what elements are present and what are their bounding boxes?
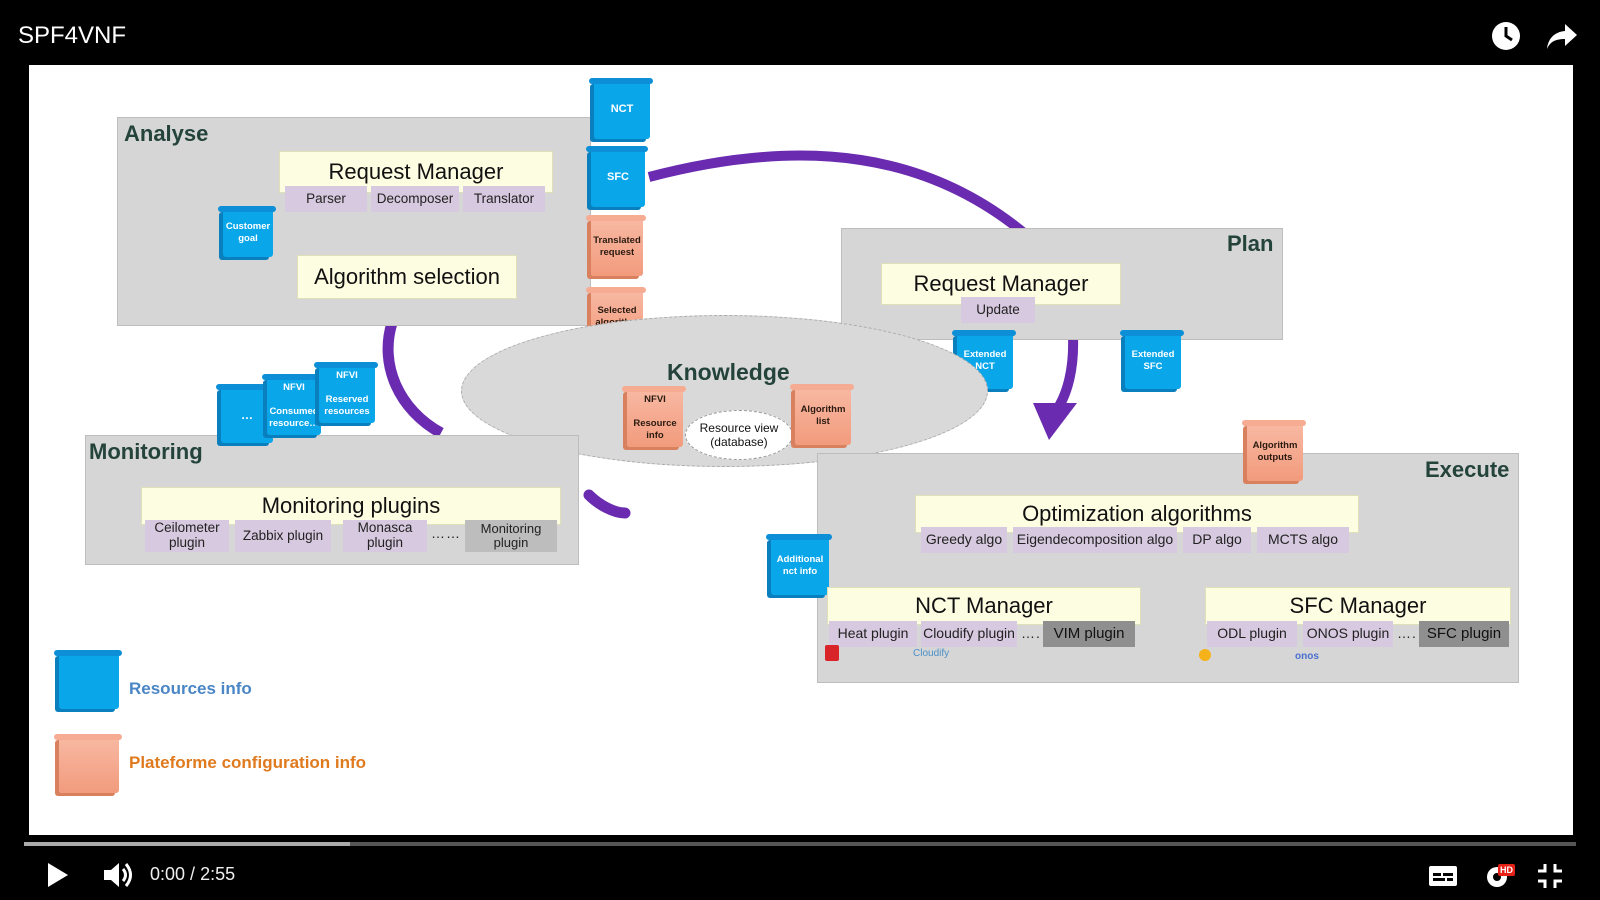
sfc-plugin: SFC plugin: [1419, 621, 1509, 647]
monasca-plugin: Monasca plugin: [343, 520, 427, 552]
update-box: Update: [961, 297, 1035, 323]
onos-logo: onos: [1295, 651, 1319, 662]
time-separator: /: [185, 864, 201, 884]
sfc-scroll: SFC: [586, 146, 648, 207]
knowledge-title: Knowledge: [667, 359, 790, 385]
legend-orange-scroll: [54, 734, 122, 793]
legend-resources-label: Resources info: [129, 679, 252, 698]
translator-box: Translator: [463, 186, 545, 212]
mcts-algo: MCTS algo: [1257, 527, 1349, 553]
generic-monitoring-plugin: Monitoring plugin: [465, 520, 557, 552]
onos-plugin: ONOS plugin: [1303, 621, 1393, 647]
plan-title: Plan: [1227, 231, 1274, 256]
zabbix-plugin: Zabbix plugin: [235, 520, 331, 552]
volume-icon[interactable]: [102, 860, 136, 890]
presentation-slide: Analyse Request Manager Parser Decompose…: [29, 65, 1573, 835]
play-icon[interactable]: [44, 860, 72, 890]
dp-algo: DP algo: [1183, 527, 1251, 553]
algorithm-list-scroll: Algorithm list: [790, 384, 854, 445]
sfc-dots: ….: [1397, 625, 1417, 641]
video-title[interactable]: SPF4VNF: [18, 22, 127, 49]
subtitles-icon[interactable]: [1428, 864, 1458, 888]
time-display: 0:00 / 2:55: [150, 864, 235, 885]
odl-plugin: ODL plugin: [1207, 621, 1297, 647]
hd-badge: HD: [1498, 864, 1515, 876]
heat-logo-icon: [825, 645, 839, 661]
translated-request-scroll: Translated request: [586, 215, 646, 276]
optimization-algorithms-box: Optimization algorithms: [915, 495, 1359, 533]
analyse-title: Analyse: [124, 121, 209, 146]
decomposer-box: Decomposer: [371, 186, 459, 212]
legend-platform-label: Plateforme configuration info: [129, 753, 367, 772]
exit-fullscreen-icon[interactable]: [1536, 862, 1564, 890]
vim-plugin: VIM plugin: [1043, 621, 1135, 647]
customer-goal-scroll: Customer goal: [218, 206, 276, 257]
opendaylight-logo-icon: [1199, 649, 1211, 661]
additional-nct-info-scroll: Additional nct info: [766, 534, 832, 595]
algorithm-selection-box: Algorithm selection: [297, 255, 517, 299]
clock-icon[interactable]: [1490, 20, 1522, 52]
time-total: 2:55: [200, 864, 236, 884]
nfvi-reserved-scroll: NFVI Reserved resources: [314, 362, 378, 423]
heat-plugin: Heat plugin: [829, 621, 917, 647]
monitoring-title: Monitoring: [89, 439, 203, 464]
nct-scroll: NCT: [589, 78, 653, 139]
nct-manager-box: NCT Manager: [827, 587, 1141, 625]
extended-sfc-scroll: Extended SFC: [1120, 330, 1184, 389]
cycle-arrows: [382, 150, 1079, 519]
time-current: 0:00: [150, 864, 186, 884]
eigendecomposition-algo: Eigendecomposition algo: [1013, 527, 1177, 553]
nct-dots: ….: [1021, 625, 1041, 641]
share-icon[interactable]: [1545, 22, 1579, 52]
progress-bar[interactable]: [24, 842, 1576, 846]
cloudify-logo: Cloudify: [913, 648, 950, 659]
resource-view-database: Resource view (database): [685, 410, 793, 460]
algorithm-outputs-scroll: Algorithm outputs: [1242, 420, 1306, 481]
legend-blue-scroll: [54, 650, 122, 709]
monitoring-dots: ……: [431, 525, 461, 541]
resources-dots-scroll: …: [216, 384, 276, 443]
cloudify-plugin: Cloudify plugin: [921, 621, 1017, 647]
greedy-algo: Greedy algo: [921, 527, 1007, 553]
execute-title: Execute: [1425, 457, 1510, 482]
parser-box: Parser: [285, 186, 367, 212]
nfvi-resource-info-scroll: NFVI Resource info: [622, 386, 686, 447]
progress-buffered: [24, 842, 350, 846]
nfvi-consumed-scroll: NFVI Consumed resource…: [262, 374, 324, 435]
sfc-manager-box: SFC Manager: [1205, 587, 1511, 625]
ceilometer-plugin: Ceilometer plugin: [145, 520, 229, 552]
